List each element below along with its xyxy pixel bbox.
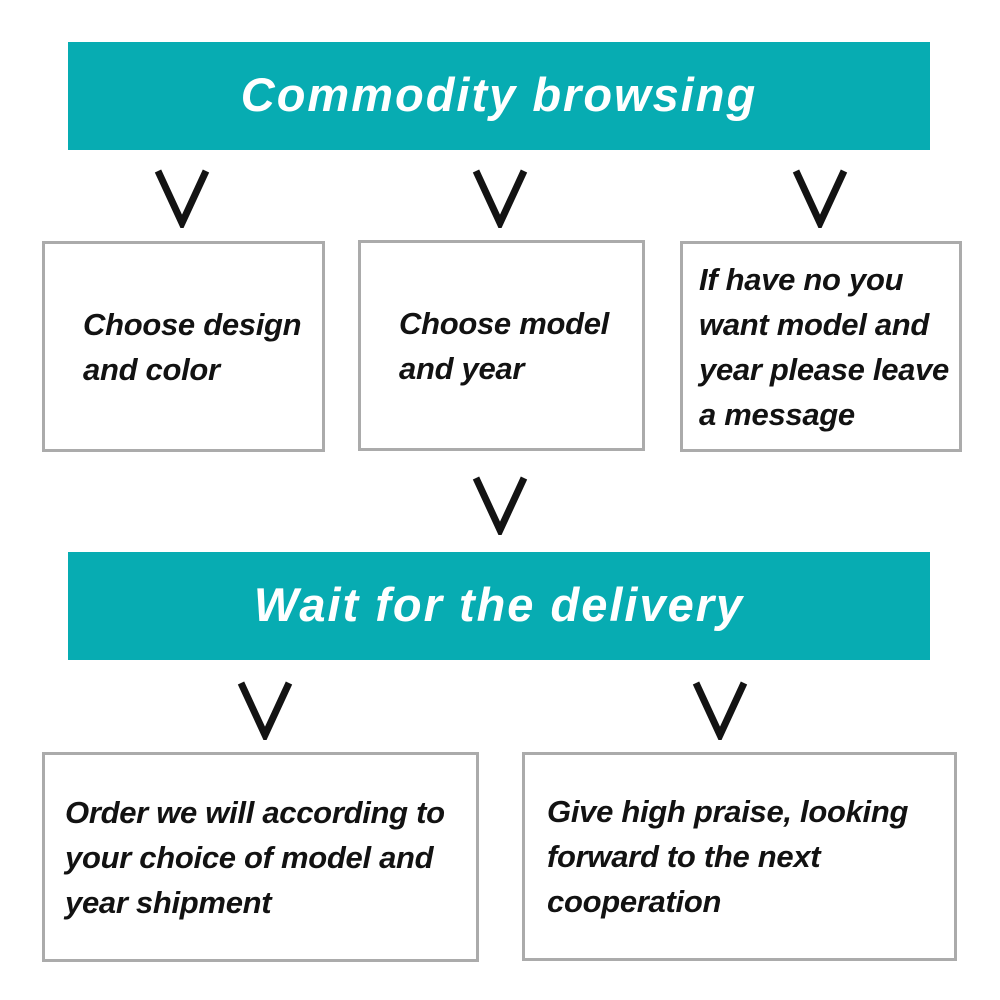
box-praise-cooperation-text: Give high praise, looking forward to the… xyxy=(547,794,909,919)
banner-commodity-browsing: Commodity browsing xyxy=(68,42,930,150)
box-order-shipment: Order we will according to your choice o… xyxy=(42,752,479,962)
banner-wait-for-delivery: Wait for the delivery xyxy=(68,552,930,660)
box-choose-design-color-text: Choose design and color xyxy=(83,306,302,387)
chevron-down-icon xyxy=(152,166,212,228)
chevron-down-icon xyxy=(470,473,530,535)
box-order-shipment-text: Order we will according to your choice o… xyxy=(65,794,445,920)
box-choose-model-year: Choose model and year xyxy=(358,240,645,451)
box-leave-message-note-text: If have no you want model and year pleas… xyxy=(699,261,949,432)
box-choose-model-year-text: Choose model and year xyxy=(399,305,609,386)
chevron-down-icon xyxy=(790,166,850,228)
chevron-down-icon xyxy=(690,678,750,740)
banner-commodity-browsing-label: Commodity browsing xyxy=(240,67,758,121)
box-leave-message-note: If have no you want model and year pleas… xyxy=(680,241,962,452)
box-praise-cooperation: Give high praise, looking forward to the… xyxy=(522,752,957,961)
chevron-down-icon xyxy=(470,166,530,228)
box-choose-design-color: Choose design and color xyxy=(42,241,325,452)
banner-wait-for-delivery-label: Wait for the delivery xyxy=(253,577,745,631)
chevron-down-icon xyxy=(235,678,295,740)
